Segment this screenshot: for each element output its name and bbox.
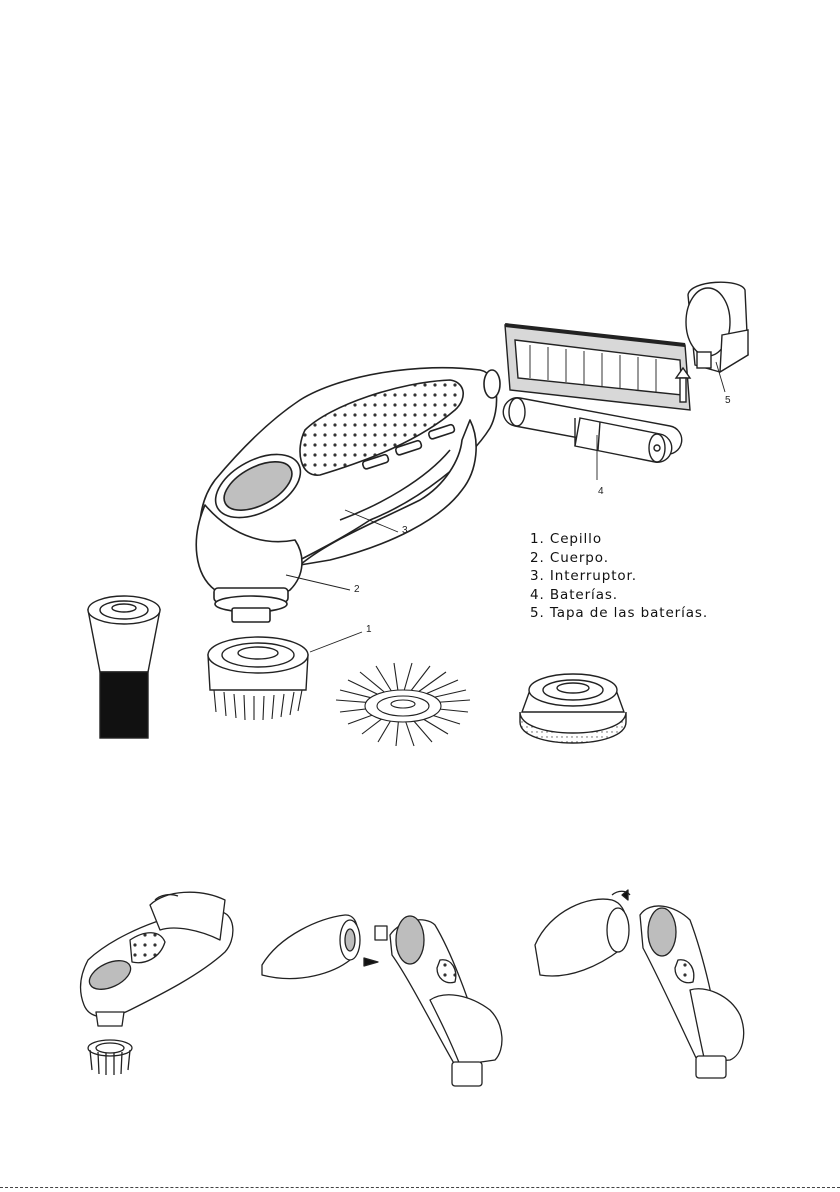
parts-legend: 1. Cepillo 2. Cuerpo. 3. Interruptor. 4.…	[530, 530, 708, 623]
usage-step-lock-head	[535, 890, 744, 1078]
sponge-pad-head	[520, 674, 626, 743]
radial-wire-brush-head	[336, 663, 470, 746]
usage-step-attach-head	[262, 915, 502, 1086]
callout-2: 2	[354, 584, 360, 595]
leader-1	[310, 632, 362, 652]
batteries	[503, 398, 681, 462]
callout-3: 3	[402, 525, 408, 536]
legend-item-battery-cover: 5. Tapa de las baterías.	[530, 604, 708, 623]
legend-item-body: 2. Cuerpo.	[530, 549, 708, 568]
battery-holder	[505, 325, 690, 410]
usage-step-remove-head	[81, 892, 233, 1075]
legend-item-switch: 3. Interruptor.	[530, 567, 708, 586]
detail-brush-head	[88, 596, 160, 738]
legend-item-brush: 1. Cepillo	[530, 530, 708, 549]
legend-item-batteries: 4. Baterías.	[530, 586, 708, 605]
callout-5: 5	[725, 395, 731, 406]
callout-4: 4	[598, 486, 604, 497]
callout-1: 1	[366, 624, 372, 635]
scrubber-body	[196, 368, 500, 622]
standard-brush-head	[208, 637, 308, 720]
battery-cover	[686, 282, 748, 372]
page-bottom-divider	[0, 1187, 840, 1188]
